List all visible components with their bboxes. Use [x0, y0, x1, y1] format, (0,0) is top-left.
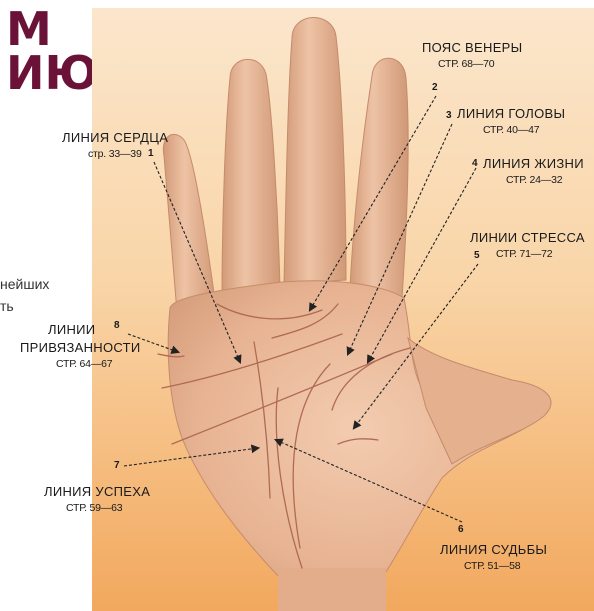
- label-stress-lines-pages: СТР. 71—72: [496, 248, 552, 261]
- label-attachment-lines-number: 8: [114, 320, 120, 332]
- label-stress-lines-number: 5: [474, 250, 480, 262]
- label-fate-line-number: 6: [458, 524, 464, 536]
- arrow-5: [354, 264, 478, 428]
- label-fate-line-name: ЛИНИЯ СУДЬБЫ: [440, 542, 547, 557]
- label-heart-line-pages: стр. 33—39: [88, 148, 142, 161]
- arrow-7: [124, 448, 258, 466]
- label-head-line-number: 3: [446, 110, 452, 122]
- arrow-4: [368, 168, 476, 362]
- label-girdle-venus-name: ПОЯС ВЕНЕРЫ: [422, 40, 522, 55]
- label-head-line-name: ЛИНИЯ ГОЛОВЫ: [457, 106, 565, 121]
- label-success-line-pages: СТР. 59—63: [66, 502, 122, 515]
- label-life-line-pages: СТР. 24—32: [506, 174, 562, 187]
- label-head-line-pages: СТР. 40—47: [483, 124, 539, 137]
- arrow-6: [276, 440, 462, 522]
- label-attachment-lines-name-1: ЛИНИИ: [48, 322, 95, 337]
- label-life-line-number: 4: [472, 158, 478, 170]
- label-attachment-lines-name-2: ПРИВЯЗАННОСТИ: [20, 340, 141, 355]
- label-life-line-name: ЛИНИЯ ЖИЗНИ: [483, 156, 584, 171]
- arrow-1: [154, 162, 240, 362]
- label-stress-lines-name: ЛИНИИ СТРЕССА: [470, 230, 585, 245]
- arrow-2: [310, 96, 436, 310]
- label-fate-line-pages: СТР. 51—58: [464, 560, 520, 573]
- label-girdle-venus-number: 2: [432, 82, 438, 94]
- label-heart-line-name: ЛИНИЯ СЕРДЦА: [62, 130, 168, 145]
- label-heart-line-number: 1: [148, 148, 154, 160]
- label-girdle-venus-pages: СТР. 68—70: [438, 58, 494, 71]
- label-success-line-name: ЛИНИЯ УСПЕХА: [44, 484, 150, 499]
- label-success-line-number: 7: [114, 460, 120, 472]
- label-attachment-lines-pages: СТР. 64—67: [56, 358, 112, 371]
